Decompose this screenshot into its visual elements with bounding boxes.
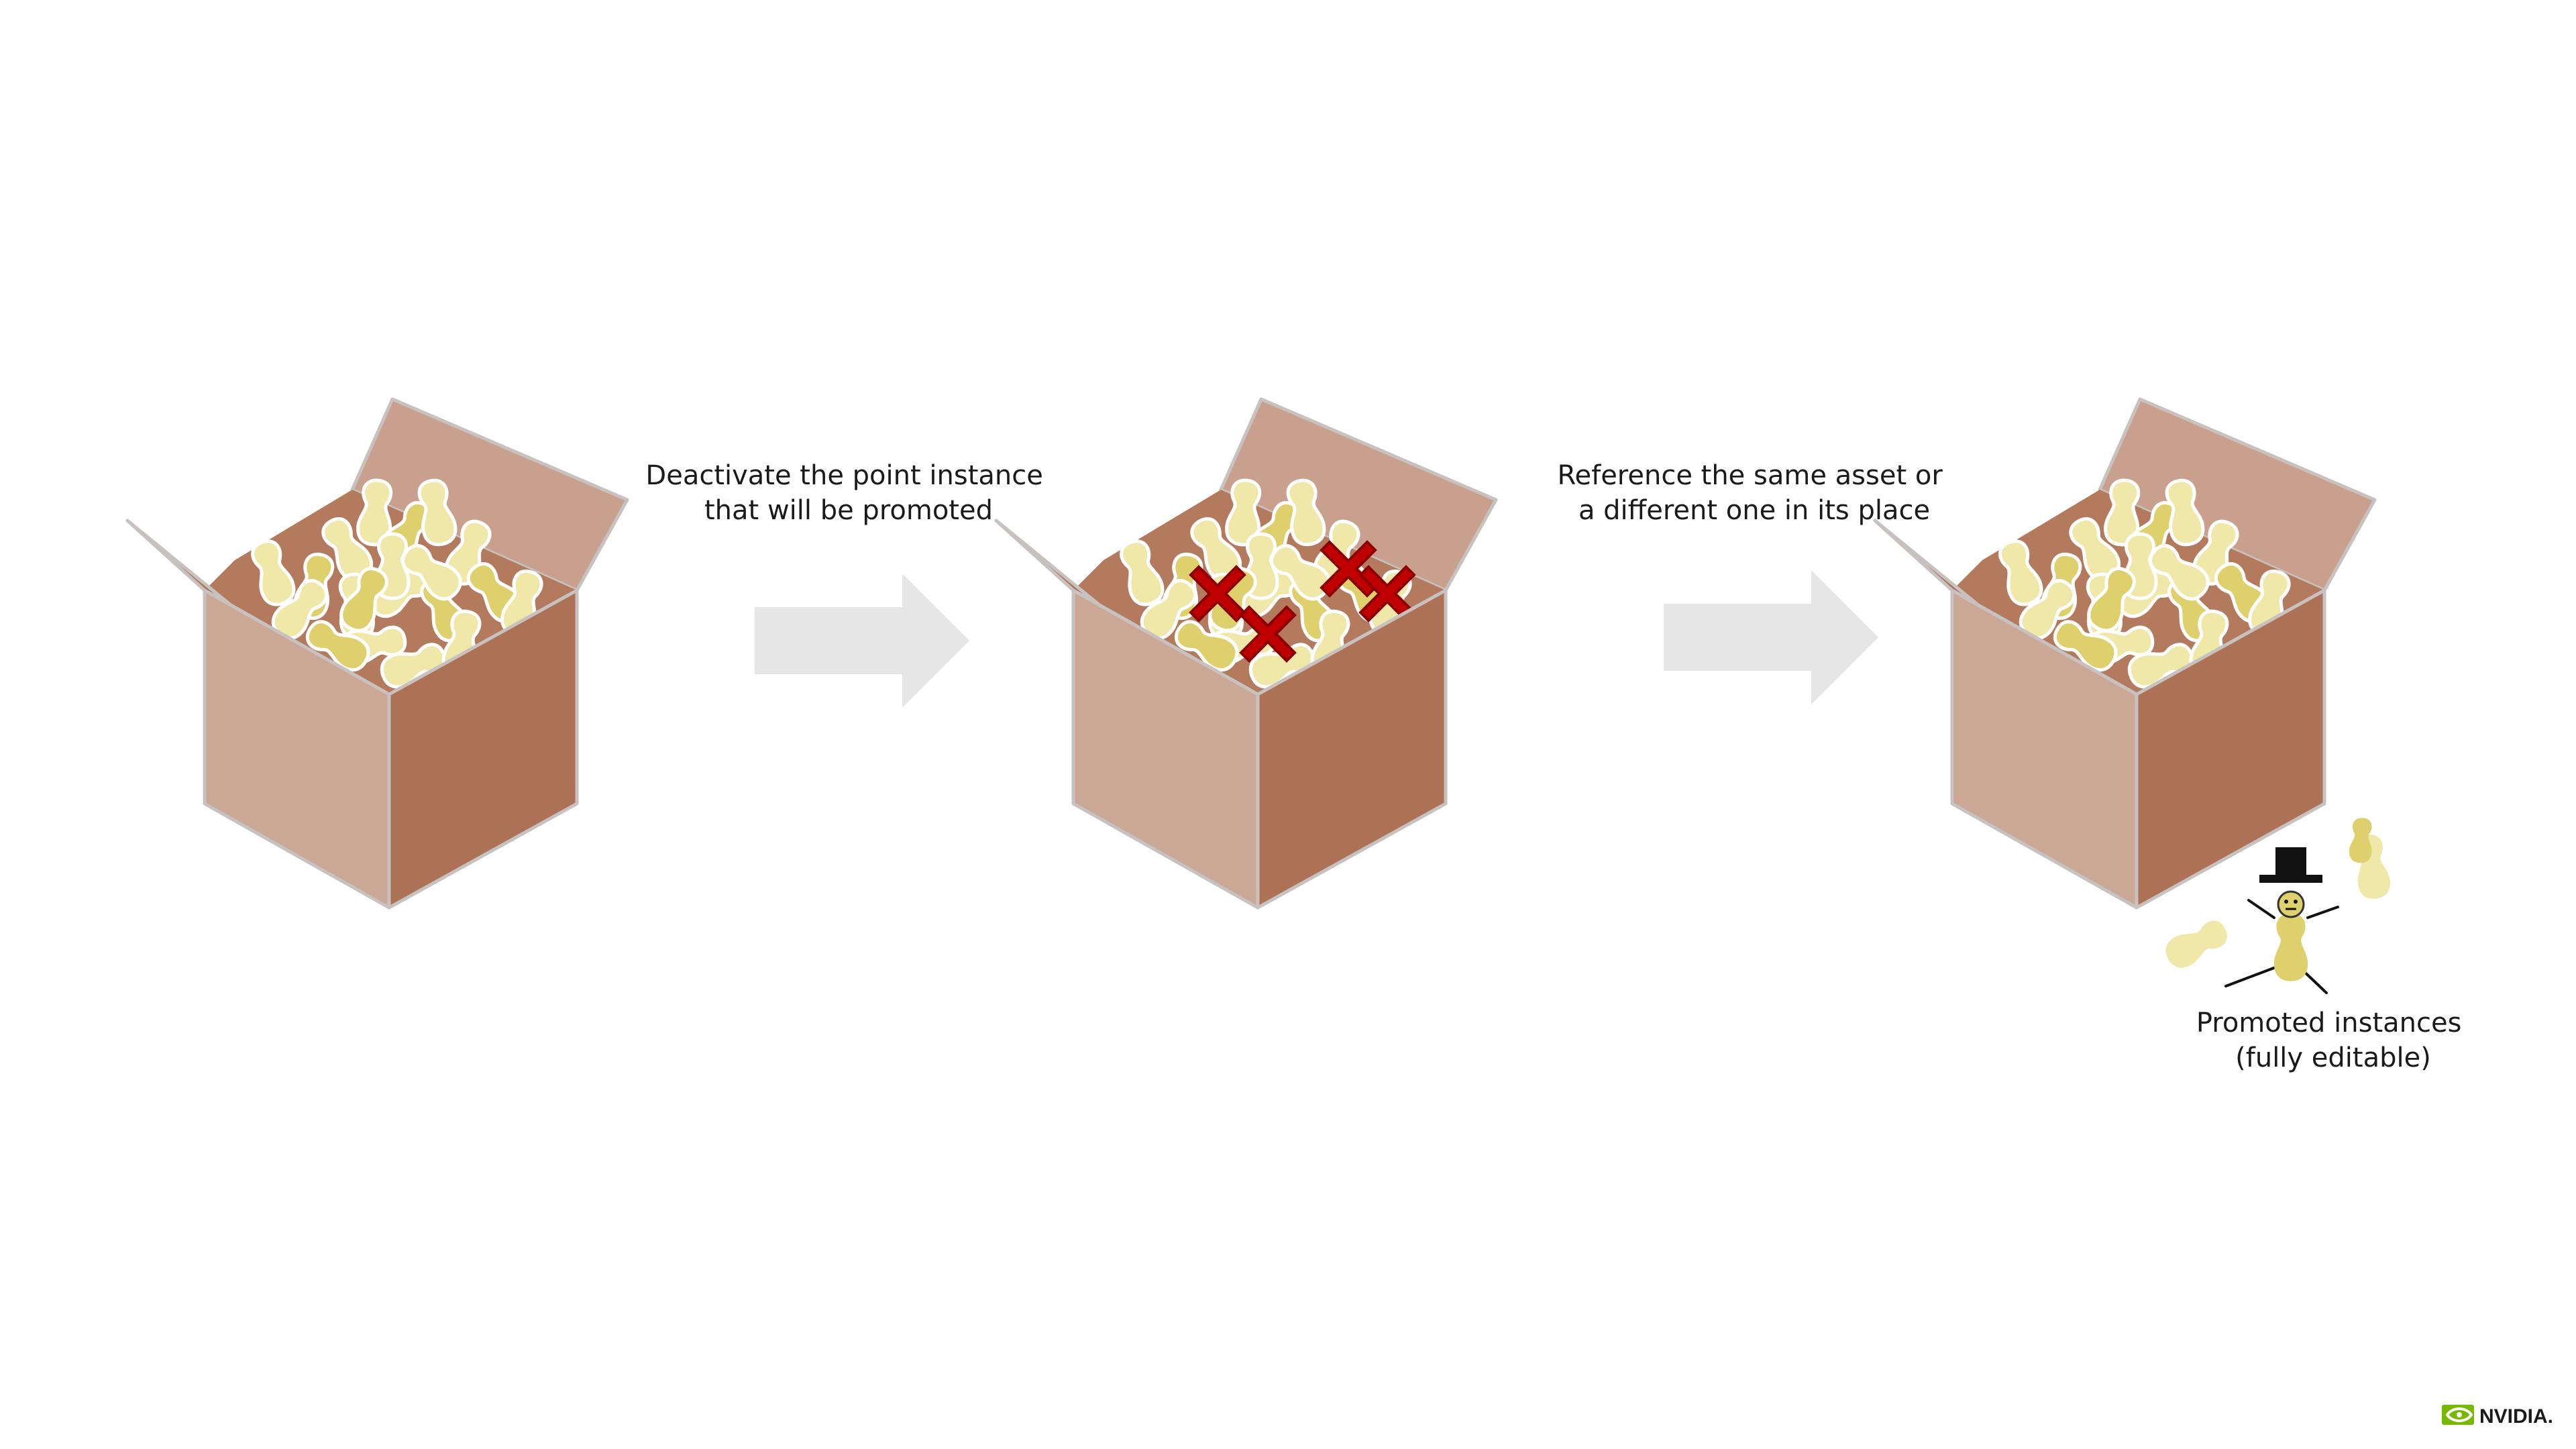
arrow-right-icon <box>755 574 969 708</box>
step-2-caption: Reference the same asset or a different … <box>1558 460 1951 526</box>
promoted-instances: Promoted instances (fully editable) <box>2160 817 2470 1073</box>
open-box-icon <box>1873 397 2377 908</box>
arrow-right-icon <box>1664 570 1878 704</box>
nvidia-logo-text: NVIDIA. <box>2479 1405 2553 1428</box>
open-box-icon <box>994 397 1498 908</box>
packing-peanut-icon <box>2160 914 2233 973</box>
nvidia-logo-icon <box>2442 1405 2474 1425</box>
top-hat-peanut-icon <box>2224 847 2339 994</box>
nvidia-logo: NVIDIA. <box>2442 1405 2553 1428</box>
step-1-caption: Deactivate the point instance that will … <box>645 460 1051 526</box>
promoted-caption: Promoted instances (fully editable) <box>2196 1008 2470 1073</box>
open-box-icon <box>125 397 629 908</box>
